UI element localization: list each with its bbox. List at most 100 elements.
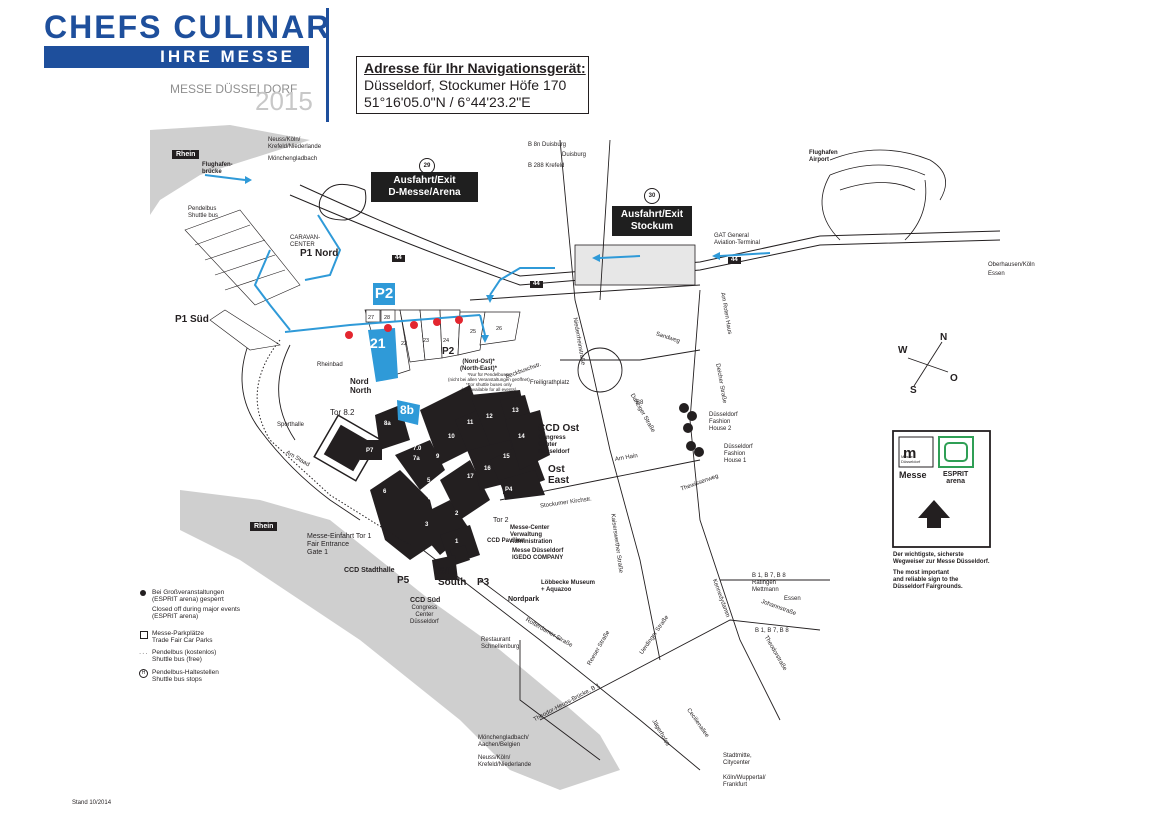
fashion-house-2-label: Düsseldorf Fashion House 2: [709, 412, 738, 432]
brand-bar: [44, 46, 309, 68]
river-rhine-south: [180, 490, 620, 790]
ost-east-label: Ost East: [548, 464, 570, 486]
a44-badge-center: 44: [530, 281, 543, 288]
closure-dots: [345, 316, 463, 339]
road-stadtmitte: Stadtmitte, Citycenter: [723, 753, 752, 766]
sign-messe-small: Messe Düsseldorf: [901, 454, 921, 464]
sign-messe-label: Messe: [899, 470, 927, 480]
exit-30-sign: Ausfahrt/Exit Stockum: [612, 206, 692, 236]
header-divider: [326, 8, 329, 122]
p5-label: P5: [397, 575, 410, 586]
a44-direction-label: Mönchengladbach: [268, 156, 318, 162]
p4-label: P4: [503, 487, 515, 494]
compass: [907, 341, 949, 387]
exit-29-label1: Ausfahrt/Exit: [393, 175, 456, 186]
lot-number-24: 24: [443, 338, 449, 344]
airport-interchange: [821, 149, 947, 241]
compass-s: S: [910, 385, 917, 396]
sign-caption-de: Der wichtigste, sicherste Wegweiser zur …: [893, 552, 990, 565]
legend-parking-icon: [140, 631, 148, 641]
road-a52-bottom: Mönchengladbach/ Aachen/Belgien: [478, 735, 529, 748]
sign-caption-en: The most important and reliable sign to …: [893, 570, 963, 590]
hall-number-14: 14: [518, 434, 525, 440]
hall-number-11: 11: [467, 420, 474, 426]
hall-number-12: 12: [486, 414, 493, 420]
hall-21-label: 21: [370, 335, 386, 351]
a57-direction-label: Neuss/Köln/ Krefeld/Niederlande: [268, 137, 322, 150]
hall-number-13: 13: [512, 408, 519, 414]
road-koeln-wuppertal: Köln/Wuppertal/ Frankfurt: [723, 775, 766, 788]
p1-nord-label: P1 Nord: [300, 248, 339, 259]
a44-motorway: [289, 184, 1001, 301]
hall-21-lot: [368, 328, 398, 382]
p1-sued-label: P1 Süd: [175, 314, 209, 325]
tor2-label: Tor 2: [493, 517, 509, 524]
street-b8: B8: [636, 400, 644, 406]
fashion-house-1-label: Düsseldorf Fashion House 1: [724, 444, 753, 464]
lot-number-23: 23: [423, 338, 429, 344]
exit-29-label2: D-Messe/Arena: [388, 187, 461, 198]
hall-number-17: 17: [467, 474, 474, 480]
river-label-south: Rhein: [250, 522, 278, 531]
tor82-label: Tor 8.2: [330, 408, 355, 417]
lot-number-27: 27: [368, 315, 374, 321]
exhibition-halls: [360, 385, 550, 580]
exit-30-label2: Stockum: [630, 221, 674, 232]
footer-stand: Stand 10/2014: [72, 800, 112, 806]
sign-esprit-label: ESPRIT arena: [943, 471, 969, 485]
messe-center-label: Messe-Center Verwaltung Administration: [510, 525, 553, 545]
ccd-stadthalle-label: CCD Stadthalle: [344, 567, 395, 574]
brand-name: CHEFS CULINAR: [44, 9, 332, 45]
hall-number-3: 3: [425, 522, 429, 528]
legend-closed-icon: [140, 590, 146, 598]
road-b1b7b8: B 1, B 7, B 8: [755, 628, 789, 634]
nav-box-title: Adresse für Ihr Navigationsgerät:: [364, 60, 586, 76]
hall-number-9: 9: [436, 454, 440, 460]
brand-logo: CHEFS CULINAR: [44, 9, 331, 46]
hall-number-4: 4: [428, 496, 432, 502]
freiligrathplatz-roundabout: [577, 347, 623, 393]
hall-number-10: 10: [448, 434, 455, 440]
compass-n: N: [940, 332, 948, 343]
nav-box-coordinates: 51°16'05.0"N / 6°44'23.2"E: [364, 94, 531, 110]
sued-south-label: Süd South: [438, 566, 467, 588]
lot-number-25: 25: [470, 329, 476, 335]
p2-label-secondary: P2: [442, 346, 455, 357]
legend-parking: Messe-Parkplätze Trade Fair Car Parks: [152, 630, 213, 644]
legend-stops: Pendelbus-Haltestellen Shuttle bus stops: [152, 669, 219, 683]
river-rhine-north: [150, 125, 310, 215]
gate1-label: Messe-Einfahrt Tor 1 Fair Entrance Gate …: [307, 533, 372, 556]
esprit-arena: [323, 424, 371, 472]
shuttle-bus-label: Pendelbus Shuttle bus: [188, 206, 219, 219]
hall-8b-label: 8b: [400, 403, 415, 417]
caravan-label: CARAVAN- CENTER: [290, 235, 321, 248]
hall-number-2: 2: [455, 511, 459, 517]
loebbecke-label: Löbbecke Museum + Aquazoo: [541, 580, 596, 593]
exit-30-label1: Ausfahrt/Exit: [620, 209, 684, 220]
essen-label: Essen: [988, 271, 1005, 277]
p3-label: P3: [477, 577, 490, 588]
duisburg-label: Duisburg: [562, 152, 587, 158]
compass-w: W: [898, 345, 908, 356]
gat-label: GAT General Aviation-Terminal: [714, 233, 760, 246]
hall-number-16: 16: [484, 466, 491, 472]
oberhausen-label: Oberhausen/Köln: [988, 262, 1035, 268]
hall-number-8a: 8a: [384, 421, 391, 427]
messe-sign-logo: [898, 436, 934, 468]
ccd-sued-label: CCD Süd: [410, 597, 441, 604]
lot-number-28: 28: [384, 315, 390, 321]
ring-road-west: [241, 339, 361, 521]
event-name: MESSE DÜSSELDORF: [170, 82, 298, 96]
ccd-sued-sub-label: Congress Center Düsseldorf: [410, 605, 439, 625]
p1-parking-grid: [184, 209, 301, 351]
ccd-ost-sub-label: Congress Center Düsseldorf: [538, 435, 570, 455]
rheinbad-label: Rheinbad: [317, 362, 343, 368]
navigation-address-box: Adresse für Ihr Navigationsgerät: Düssel…: [356, 56, 589, 114]
b8n-label: B 8n Duisburg: [528, 142, 567, 148]
legend-stops-icon: H: [139, 669, 148, 678]
sign-arrow-icon: [918, 500, 950, 528]
blue-route-arrowheads: [245, 176, 720, 343]
p7-label: P7: [364, 448, 376, 455]
road-network: [409, 139, 830, 771]
